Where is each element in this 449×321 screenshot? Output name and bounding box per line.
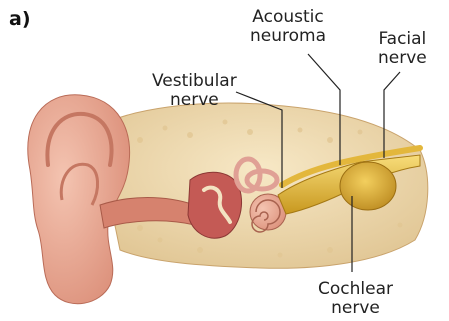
label-facial-nerve-line2: nerve: [378, 49, 427, 68]
label-acoustic-neuroma-line1: Acoustic: [250, 8, 326, 27]
label-cochlear-nerve-line2: nerve: [318, 299, 393, 318]
label-vestibular-nerve-line1: Vestibular: [152, 72, 237, 91]
label-facial-nerve: Facial nerve: [378, 30, 427, 68]
acoustic-neuroma-tumor: [340, 162, 396, 210]
label-cochlear-nerve: Cochlear nerve: [318, 280, 393, 318]
label-cochlear-nerve-line1: Cochlear: [318, 280, 393, 299]
label-vestibular-nerve: Vestibular nerve: [152, 72, 237, 110]
pinna: [28, 95, 130, 304]
label-acoustic-neuroma-line2: neuroma: [250, 27, 326, 46]
label-acoustic-neuroma: Acoustic neuroma: [250, 8, 326, 46]
middle-ear: [188, 172, 242, 238]
label-facial-nerve-line1: Facial: [378, 30, 427, 49]
label-vestibular-nerve-line2: nerve: [152, 91, 237, 110]
